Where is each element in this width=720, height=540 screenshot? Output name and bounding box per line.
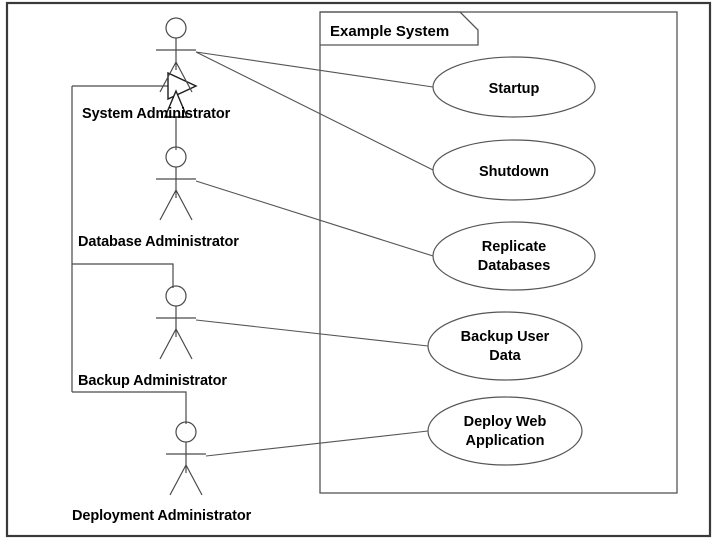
actor-legs [159, 328, 193, 360]
use-case-label-shutdown: Shutdown [479, 164, 549, 180]
use-case-ellipse [432, 221, 596, 291]
use-case-shutdown[interactable]: Shutdown [432, 139, 596, 201]
actor-deployment-administrator[interactable]: Deployment Administrator [72, 421, 252, 524]
image-frame [5, 1, 712, 538]
association-sysadmin-to-startup [195, 51, 434, 88]
actor-head-icon [165, 17, 187, 39]
actor-label-deployment-administrator: Deployment Administrator [72, 508, 252, 524]
system-boundary: Example System [319, 11, 678, 494]
actor-database-administrator[interactable]: Database Administrator [78, 146, 239, 250]
actor-legs [169, 464, 203, 496]
system-boundary-label: Example System [330, 23, 449, 40]
use-case-label-deploy-web-application-line2: Application [466, 433, 545, 449]
use-case-backup-user-data[interactable]: Backup User Data [427, 311, 583, 381]
system-boundary-rect [319, 11, 678, 494]
actor-legs [159, 61, 193, 93]
actor-label-system-administrator: System Administrator [82, 106, 231, 122]
use-case-startup[interactable]: Startup [432, 56, 596, 118]
use-case-ellipse [432, 56, 596, 118]
associations [195, 51, 434, 457]
generalization-arrowhead-to-sysadmin [167, 71, 198, 101]
actor-backup-administrator[interactable]: Backup Administrator [78, 285, 227, 389]
use-case-ellipse [432, 139, 596, 201]
use-case-label-backup-user-data-line2: Data [489, 348, 521, 364]
generalization-branch-backup-administrator [72, 263, 174, 288]
use-case-replicate-databases[interactable]: Replicate Databases [432, 221, 596, 291]
actor-system-administrator[interactable]: System Administrator [82, 17, 231, 122]
generalization-dbadmin-to-sysadmin [163, 89, 189, 150]
use-case-deploy-web-application[interactable]: Deploy Web Application [427, 396, 583, 466]
association-dbadmin-to-replicate [195, 180, 434, 257]
association-sysadmin-to-shutdown [195, 51, 434, 171]
use-case-ellipse [427, 396, 583, 466]
use-case-label-backup-user-data-line1: Backup User [461, 329, 550, 345]
actor-head-icon [165, 285, 187, 307]
use-case-label-replicate-databases-line1: Replicate [482, 239, 546, 255]
use-case-ellipse [427, 311, 583, 381]
use-case-label-startup: Startup [489, 81, 540, 97]
use-case-label-deploy-web-application-line1: Deploy Web [464, 414, 547, 430]
actor-head-icon [175, 421, 197, 443]
generalization-arrowhead-dbadmin [163, 89, 189, 118]
use-case-label-replicate-databases-line2: Databases [478, 258, 551, 274]
association-deployadmin-to-deploy [205, 430, 429, 457]
actor-label-database-administrator: Database Administrator [78, 234, 239, 250]
system-boundary-tab [320, 11, 479, 46]
actor-label-backup-administrator: Backup Administrator [78, 373, 227, 389]
association-backupadmin-to-backup [195, 319, 429, 347]
generalization-branch-deployment-administrator [72, 391, 187, 424]
actor-legs [159, 189, 193, 221]
